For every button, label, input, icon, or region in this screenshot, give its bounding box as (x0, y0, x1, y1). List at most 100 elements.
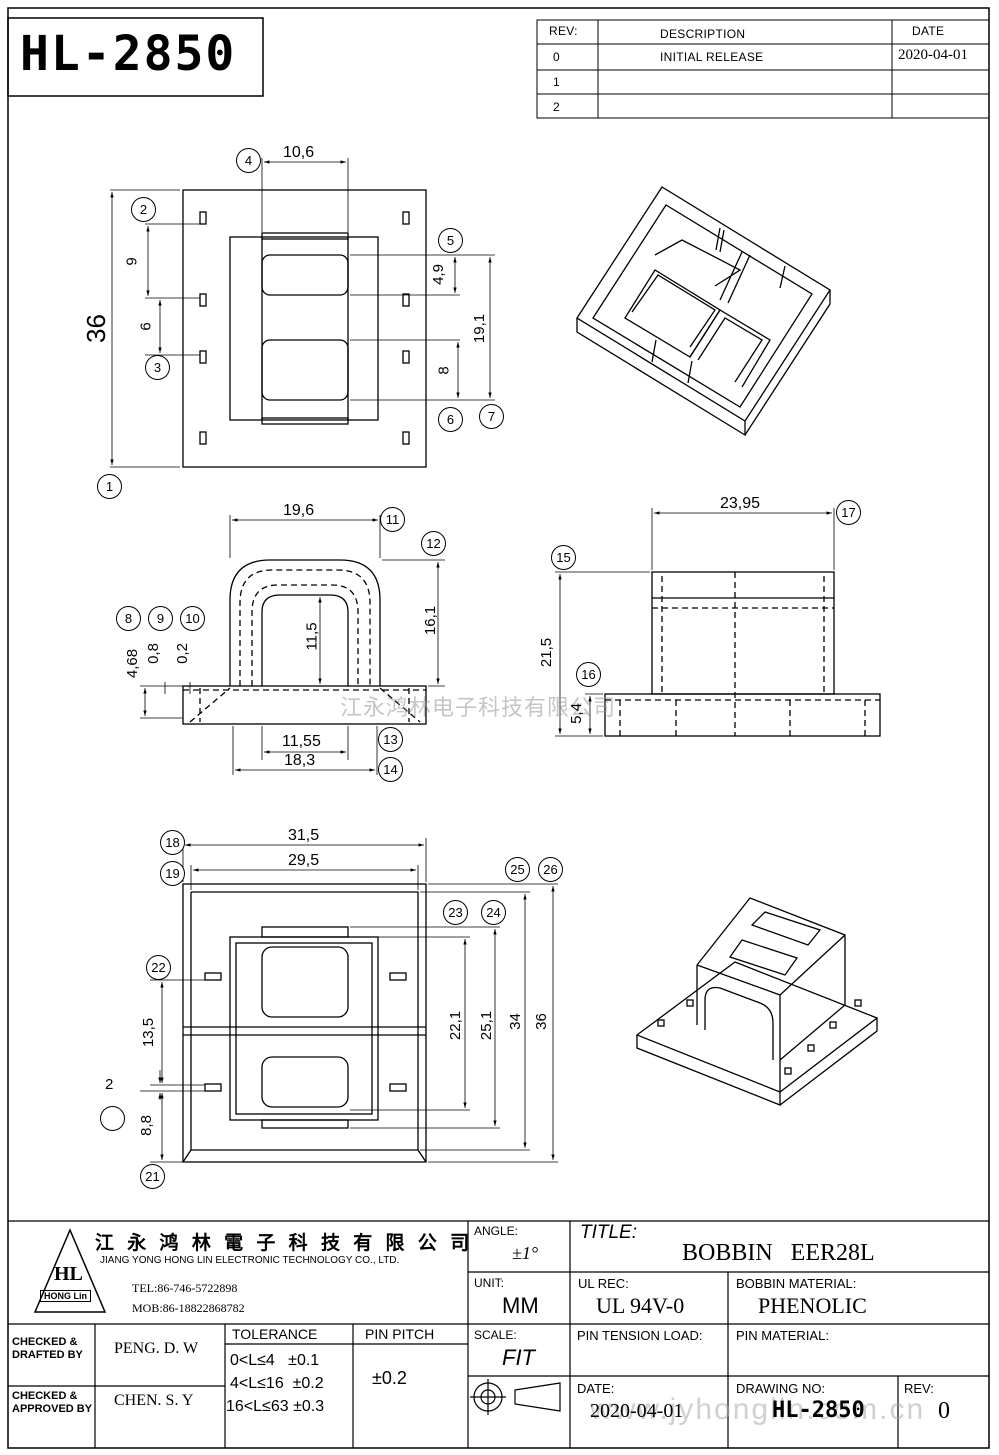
dim-label: 22,1 (447, 1010, 465, 1041)
front-view (182, 559, 427, 725)
dim-label: 6 (137, 322, 155, 331)
logo-text: HL (54, 1263, 83, 1285)
balloon: 15 (551, 545, 576, 570)
dim-label: 19,6 (283, 502, 315, 519)
balloon: 2 (131, 197, 156, 222)
balloon: 13 (378, 727, 403, 752)
drawing-no-label: DRAWING NO: (736, 1381, 826, 1396)
checked-approved-label: CHECKED & APPROVED BY (12, 1390, 93, 1415)
bottom-view-dims (140, 838, 558, 1163)
tolerance-row: 16<L≤63 ±0.3 (226, 1398, 325, 1415)
watermark-url: www.jyhonglin.com.cn (590, 1393, 926, 1426)
dim-label: 0,2 (173, 643, 191, 664)
material-value: PHENOLIC (758, 1293, 867, 1318)
dim-label: 25,1 (478, 1010, 496, 1041)
rev-row-2-rev: 2 (553, 100, 560, 114)
date-label: DATE: (577, 1381, 615, 1396)
balloon: 11 (380, 507, 405, 532)
pin-pitch-label: PIN PITCH (365, 1326, 435, 1342)
unit-label: UNIT: (474, 1276, 504, 1290)
dim-label: 16,1 (422, 605, 440, 636)
dim-label: 13,5 (140, 1017, 158, 1048)
dim-label: 23,95 (720, 495, 761, 512)
company-tel: TEL:86-746-5722898 (132, 1281, 238, 1295)
side-view-dims (555, 508, 835, 737)
title-label: TITLE: (580, 1222, 638, 1243)
dim-label: 8 (435, 366, 453, 375)
pin-pitch-value: ±0.2 (372, 1368, 407, 1388)
top-view (182, 189, 427, 468)
pin-material-label: PIN MATERIAL: (736, 1328, 829, 1343)
ul-label: UL REC: (578, 1276, 629, 1291)
date-value: 2020-04-01 (590, 1400, 684, 1422)
balloon-empty (100, 1106, 125, 1131)
dim-label: 19,1 (471, 313, 489, 344)
dim-label: 0,8 (144, 643, 162, 664)
tolerance-row: 4<L≤16 ±0.2 (230, 1375, 324, 1392)
rev-row-0-description: INITIAL RELEASE (660, 50, 764, 64)
checked-approved-value: CHEN. S. Y (114, 1392, 194, 1409)
tolerance-row: 0<L≤4 ±0.1 (230, 1352, 320, 1369)
angle-value: ±1° (512, 1243, 539, 1263)
bottom-view (182, 883, 427, 1163)
unit-value: MM (502, 1293, 539, 1318)
balloon: 6 (438, 407, 463, 432)
balloon: 5 (438, 228, 463, 253)
date-header: DATE (912, 24, 945, 38)
pin-tension-label: PIN TENSION LOAD: (577, 1328, 703, 1343)
dim-label: 18,3 (284, 752, 316, 769)
dim-label: 2 (105, 1076, 114, 1093)
balloon: 4 (236, 148, 261, 173)
balloon: 17 (836, 500, 861, 525)
company-name-en: JIANG YONG HONG LIN ELECTRONIC TECHNOLOG… (100, 1255, 400, 1266)
dim-label: 5,4 (567, 703, 585, 724)
material-label: BOBBIN MATERIAL: (736, 1276, 857, 1291)
rev-header: REV: (549, 24, 578, 38)
balloon: 12 (421, 531, 446, 556)
rev-label: REV: (904, 1381, 934, 1396)
dim-label: 29,5 (288, 852, 320, 869)
dim-label: 36 (532, 1013, 550, 1030)
description-header: DESCRIPTION (660, 27, 746, 41)
ul-value: UL 94V-0 (596, 1293, 685, 1318)
balloon: 26 (538, 857, 563, 882)
angle-label: ANGLE: (474, 1224, 519, 1238)
balloon: 14 (378, 757, 403, 782)
tolerance-label: TOLERANCE (232, 1326, 318, 1342)
balloon: 1 (97, 474, 122, 499)
scale-label: SCALE: (474, 1328, 517, 1342)
title-value: BOBBIN EER28L (682, 1240, 875, 1266)
rev-row-0-date: 2020-04-01 (898, 47, 968, 63)
balloon: 22 (146, 955, 171, 980)
balloon: 7 (479, 404, 504, 429)
checked-drafted-value: PENG. D. W (114, 1340, 199, 1357)
isometric-view-top (576, 186, 831, 437)
dim-label: 11,55 (282, 733, 321, 750)
balloon: 9 (148, 606, 173, 631)
part-number-box (7, 17, 264, 97)
rev-row-0-rev: 0 (553, 50, 560, 64)
drawing-no-value: HL-2850 (772, 1398, 865, 1423)
balloon: 8 (116, 606, 141, 631)
checked-drafted-label: CHECKED & DRAFTED BY (12, 1336, 83, 1361)
balloon: 3 (145, 355, 170, 380)
logo-subtext: HONG Lin (40, 1290, 91, 1302)
balloon: 19 (160, 861, 185, 886)
dim-label: 4,9 (429, 264, 447, 285)
dim-label: 11,5 (303, 622, 321, 651)
dim-label: 10,6 (283, 144, 315, 161)
title-block-grid (8, 1220, 989, 1448)
balloon: 10 (180, 606, 205, 631)
dim-label: 4,68 (124, 648, 142, 679)
dim-label: 9 (123, 257, 141, 266)
scale-value: FIT (502, 1345, 535, 1370)
rev-row-1-rev: 1 (553, 75, 560, 89)
part-number: HL-2850 (20, 26, 237, 82)
dim-label: 34 (506, 1013, 524, 1030)
dim-label: 36 (80, 314, 111, 343)
dim-label: 8,8 (137, 1115, 155, 1136)
isometric-view-bottom (635, 897, 879, 1106)
company-name-cn: 江 永 鸿 林 電 子 科 技 有 限 公 司 (95, 1233, 474, 1254)
balloon: 25 (505, 857, 530, 882)
